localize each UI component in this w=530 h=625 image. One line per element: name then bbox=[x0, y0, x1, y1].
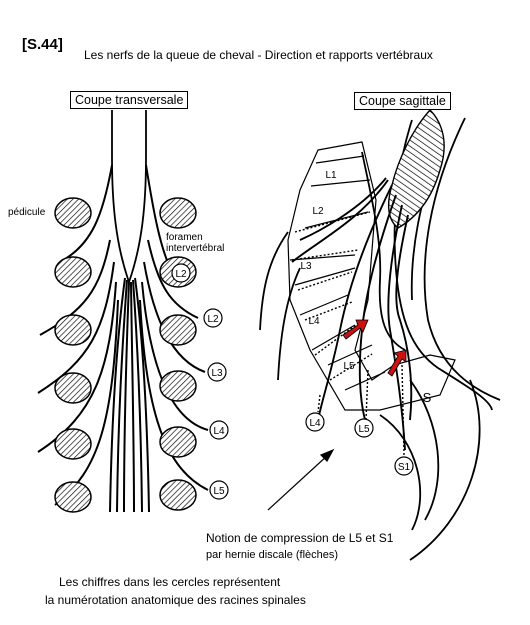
root-label-l2b: L2 bbox=[207, 314, 219, 325]
transverse-root-labels: L2 L2 L3 L4 L5 bbox=[175, 269, 225, 497]
sacrum-curve bbox=[409, 379, 440, 521]
vertebra-l1: L1 bbox=[325, 170, 337, 181]
sagittal-labels: L1 L2 L3 L4 L5 S L4 L5 S1 bbox=[300, 170, 431, 473]
compression-note-line2: par hernie discale (flèches) bbox=[206, 549, 339, 561]
sagittal-box-label: Coupe sagittale bbox=[354, 92, 451, 110]
spinal-cord bbox=[111, 110, 147, 285]
sacrum-label: S bbox=[423, 390, 432, 405]
compression-arrows bbox=[342, 319, 407, 377]
left-roots bbox=[37, 164, 119, 506]
sacrum-curve-2 bbox=[409, 379, 481, 561]
sagittal-root-circles bbox=[305, 412, 414, 476]
sag-root-l5: L5 bbox=[358, 424, 370, 435]
sacrum-inner bbox=[379, 414, 422, 531]
sag-root-s1: S1 bbox=[398, 462, 411, 473]
anterior-curve-2 bbox=[277, 267, 301, 381]
pedicles-right bbox=[159, 197, 197, 511]
footer-line1: Les chiffres dans les cercles représente… bbox=[59, 575, 281, 589]
cauda-bundle bbox=[109, 277, 150, 513]
conus-medullaris bbox=[387, 108, 445, 229]
arrow-s1 bbox=[387, 349, 407, 377]
vertebra-l4: L4 bbox=[308, 316, 320, 327]
root-label-l5: L5 bbox=[213, 486, 225, 497]
vertebra-l3: L3 bbox=[300, 261, 312, 272]
sag-root-l4: L4 bbox=[309, 418, 321, 429]
transverse-section bbox=[37, 110, 229, 513]
pedicles-left bbox=[54, 197, 92, 513]
dural-sac-front bbox=[361, 151, 406, 351]
anterior-curve-1 bbox=[259, 231, 289, 331]
vertebra-l5: L5 bbox=[343, 361, 355, 372]
root-label-l4: L4 bbox=[213, 426, 225, 437]
sagittal-section bbox=[259, 108, 501, 561]
arrow-l5 bbox=[342, 319, 369, 340]
transverse-root-circles bbox=[171, 263, 229, 500]
root-label-l3: L3 bbox=[211, 368, 223, 379]
foramen-label-2: intervertébral bbox=[166, 243, 225, 254]
posterior-contour bbox=[423, 117, 501, 401]
compression-note-line1: Notion de compression de L5 et S1 bbox=[206, 531, 394, 545]
pointer-arrow bbox=[267, 448, 335, 511]
root-label-l2a: L2 bbox=[175, 269, 187, 280]
pedicle-label: pédicule bbox=[8, 207, 46, 218]
vertebral-column bbox=[287, 141, 456, 411]
vertebra-l2: L2 bbox=[312, 206, 324, 217]
transverse-box-label: Coupe transversale bbox=[70, 91, 189, 109]
figure-id: [S.44] bbox=[22, 36, 63, 53]
dotted-lines bbox=[291, 211, 405, 456]
footer-line2: la numérotation anatomique des racines s… bbox=[45, 593, 306, 607]
figure-title: Les nerfs de la queue de cheval - Direct… bbox=[84, 48, 433, 62]
foramen-label-1: foramen bbox=[166, 232, 203, 243]
